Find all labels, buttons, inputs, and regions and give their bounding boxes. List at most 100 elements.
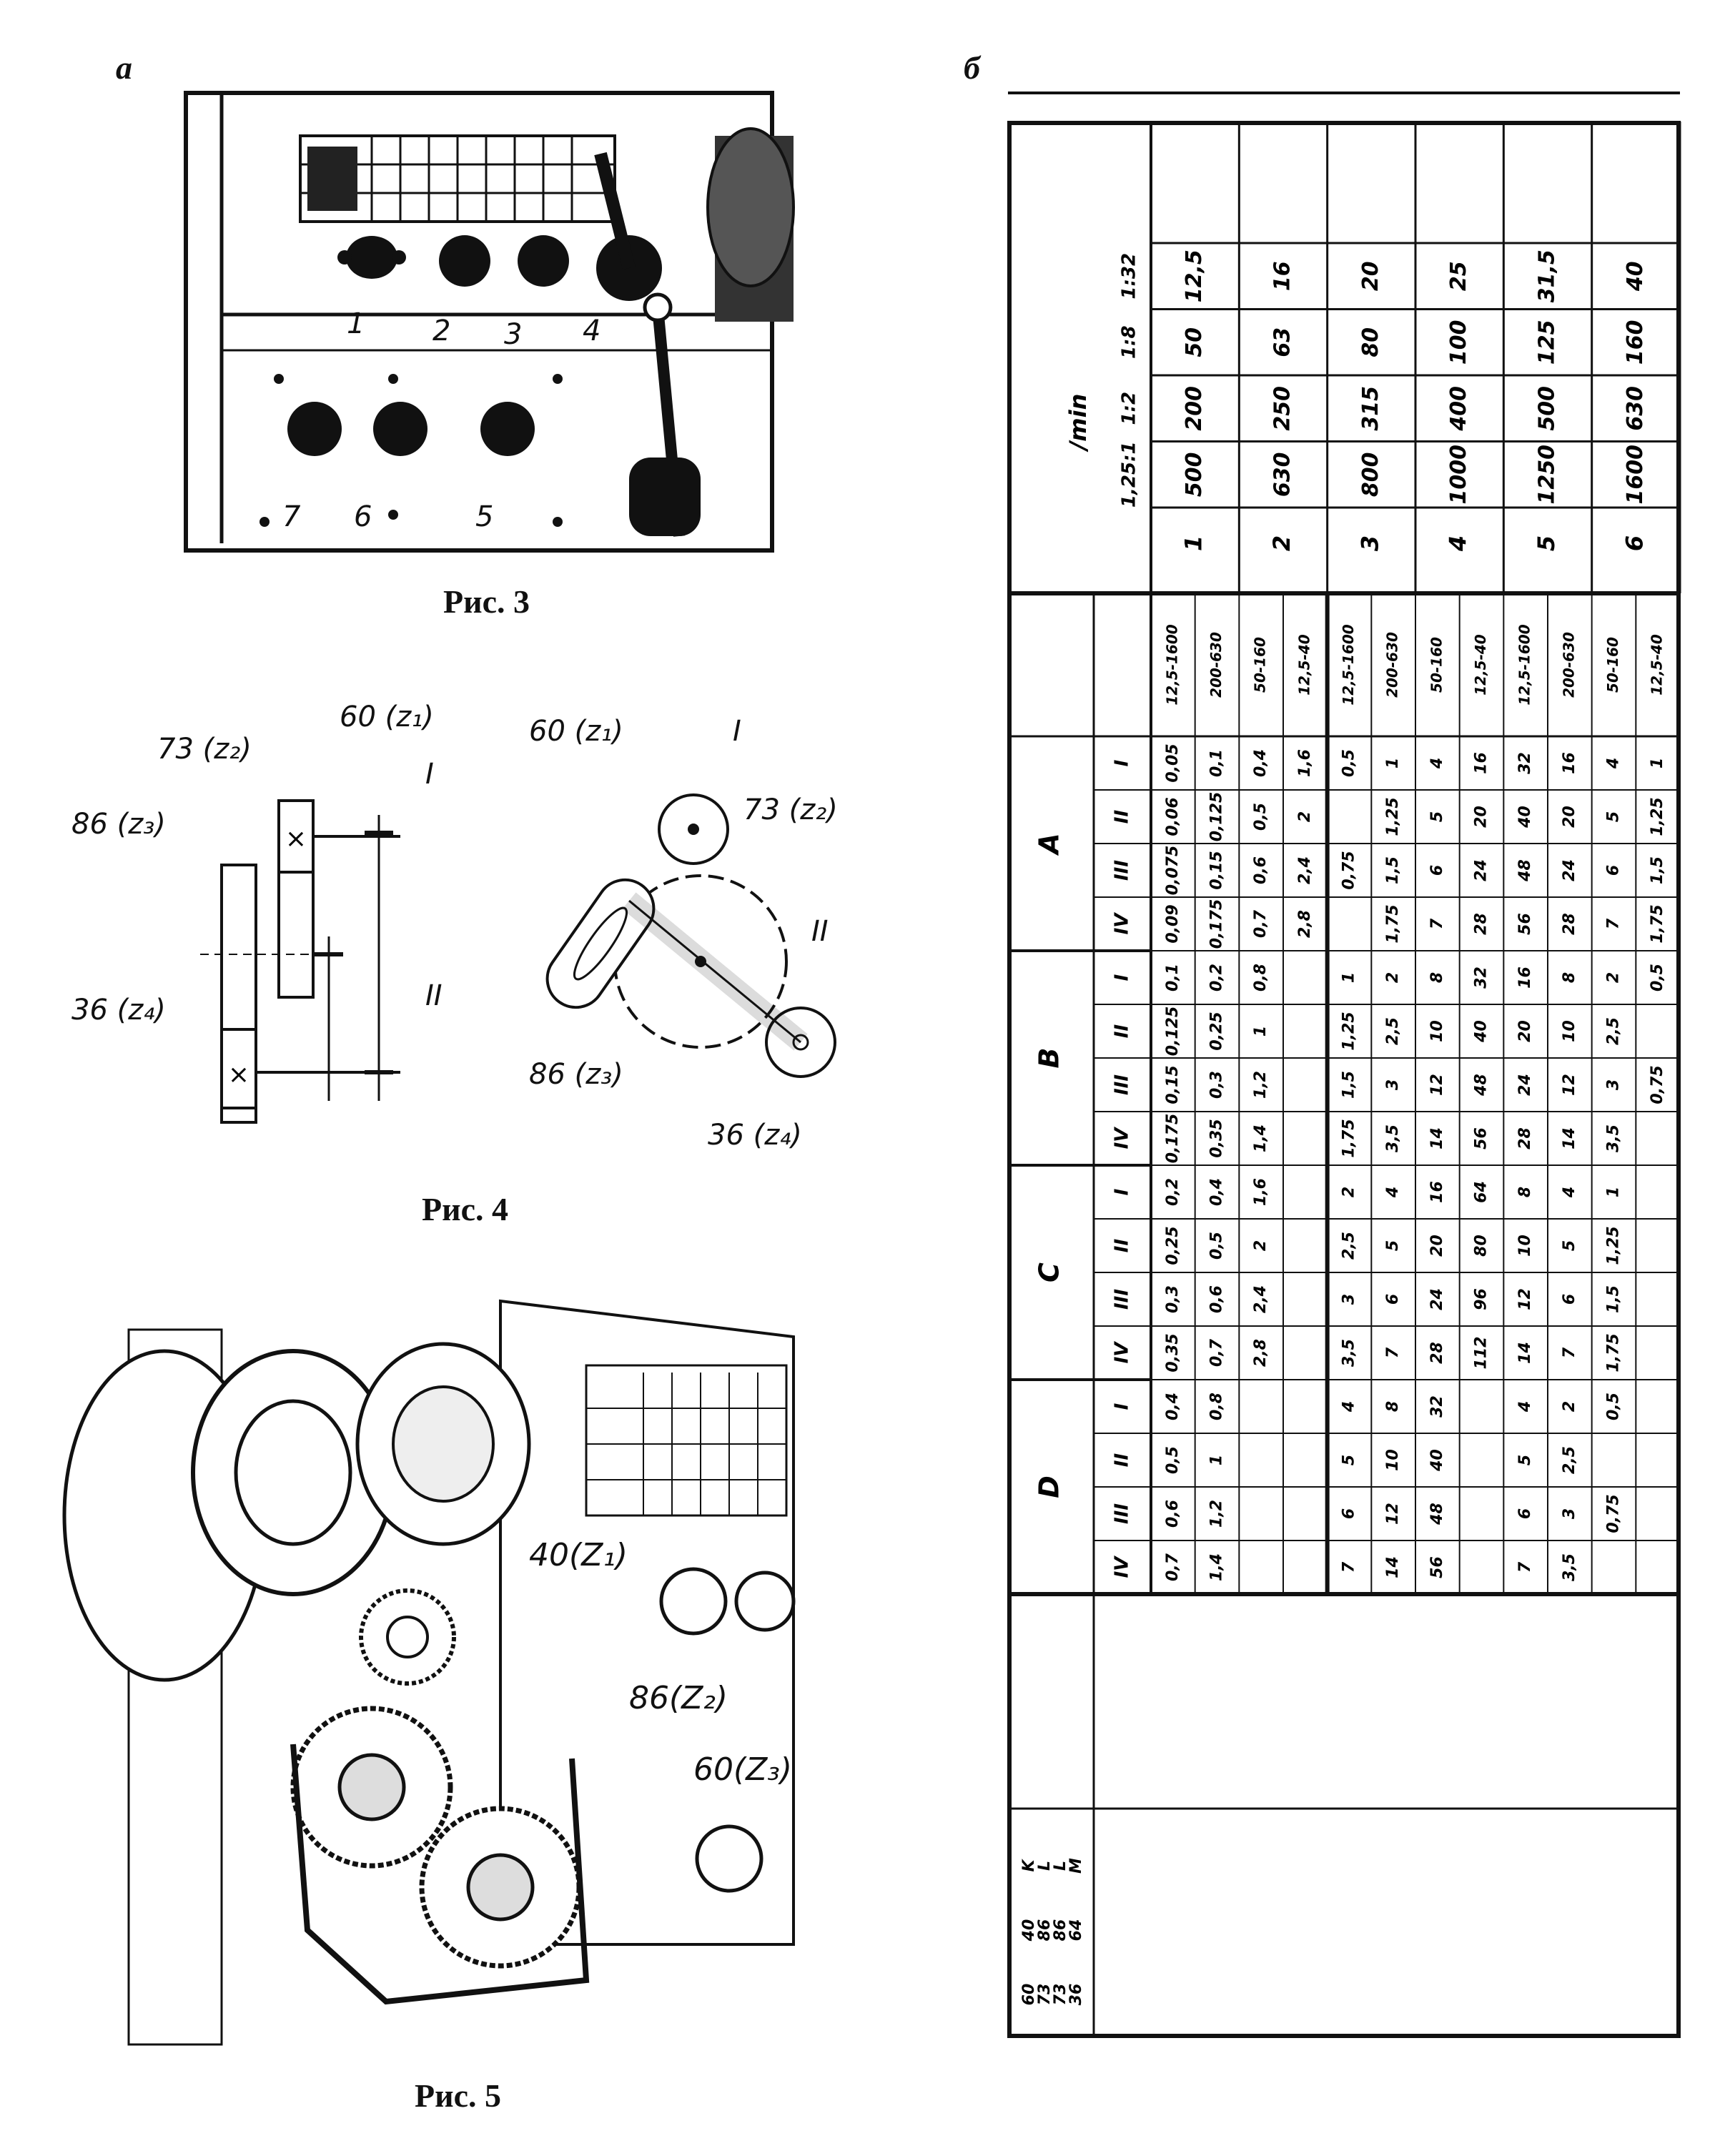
roman-header: III <box>1112 1289 1133 1310</box>
feed-cell: 0,6 <box>1208 1285 1226 1313</box>
feed-cell: 10 <box>1384 1449 1402 1471</box>
feed-cell: 1,25 <box>1340 1012 1358 1050</box>
feed-cell: 0,8 <box>1252 964 1270 992</box>
feed-cell: 1 <box>1340 972 1358 983</box>
rpm-range-cell: 200-630 <box>1560 632 1577 698</box>
fig4-right-label-z4: 36 (z₄) <box>708 1119 802 1152</box>
feed-cell: 12 <box>1384 1503 1402 1525</box>
feed-cell: 2 <box>1561 1401 1578 1412</box>
rpm-range-cell: 12,5-1600 <box>1340 624 1357 705</box>
speed-cell: 31,5 <box>1535 249 1560 302</box>
feed-cell: 7 <box>1340 1561 1358 1573</box>
speed-cell: 16 <box>1270 261 1295 291</box>
feed-cell: 4 <box>1384 1187 1402 1198</box>
feed-cell: 4 <box>1605 758 1623 769</box>
feed-cell: 0,6 <box>1164 1500 1182 1528</box>
feed-cell: 10 <box>1516 1235 1534 1257</box>
feed-cell: 8 <box>1516 1187 1534 1197</box>
knob-label-7: 7 <box>282 500 301 533</box>
position-label: 6 <box>1621 535 1648 551</box>
feed-cell: 0,5 <box>1208 1232 1226 1260</box>
feed-cell: 2,4 <box>1296 856 1314 884</box>
feed-cell: 1,6 <box>1252 1178 1270 1206</box>
feed-cell: 1,4 <box>1252 1124 1270 1152</box>
feed-cell: 0,5 <box>1252 803 1270 831</box>
feed-cell: 0,25 <box>1164 1226 1182 1265</box>
feed-cell: 0,125 <box>1208 792 1226 842</box>
feed-cell: 1 <box>1208 1455 1226 1465</box>
feed-cell: 0,175 <box>1164 1114 1182 1164</box>
figure-3: 1 2 3 4 7 6 5 <box>157 79 844 565</box>
gear-header-letter: L <box>1052 1861 1069 1871</box>
feed-cell: 1 <box>1384 758 1402 768</box>
feed-cell: 3,5 <box>1605 1124 1623 1152</box>
fig4-left-diagram: × × <box>200 799 400 1124</box>
feed-cell: 1,75 <box>1649 904 1666 943</box>
feed-cell: 6 <box>1428 865 1446 876</box>
position-label: 2 <box>1268 535 1295 551</box>
fig4-left-label-z3: 86 (z₃) <box>71 808 166 841</box>
feed-cell: 4 <box>1428 758 1446 769</box>
feed-cell: 5 <box>1428 811 1446 822</box>
feed-cell: 24 <box>1473 859 1491 881</box>
feed-cell: 8 <box>1384 1401 1402 1412</box>
feed-cell: 0,2 <box>1164 1178 1182 1206</box>
feed-cell: 28 <box>1428 1342 1446 1364</box>
feed-cell: 14 <box>1561 1127 1578 1149</box>
roman-header: III <box>1112 1503 1133 1524</box>
feed-cell: 2,5 <box>1605 1017 1623 1045</box>
feed-cell: 3 <box>1384 1079 1402 1090</box>
feed-cell: 0,7 <box>1252 909 1270 938</box>
feed-cell: 0,06 <box>1164 797 1182 836</box>
feed-cell: 7 <box>1428 918 1446 929</box>
feed-cell: 48 <box>1473 1074 1491 1097</box>
feed-cell: 0,7 <box>1208 1338 1226 1367</box>
feed-cell: 24 <box>1516 1074 1534 1096</box>
roman-header: III <box>1112 860 1133 881</box>
feed-cell: 12 <box>1561 1074 1578 1096</box>
feed-cell: 2,5 <box>1340 1232 1358 1260</box>
feed-cell: 1,6 <box>1296 749 1314 777</box>
feed-cell: 1,5 <box>1384 856 1402 884</box>
rpm-range-cell: 50-160 <box>1428 637 1445 693</box>
feed-cell: 1 <box>1252 1026 1270 1037</box>
table-frame <box>1007 121 1681 2038</box>
knob-label-4: 4 <box>583 315 601 347</box>
feed-cell: 24 <box>1561 859 1578 881</box>
feed-cell: 40 <box>1516 806 1534 829</box>
speed-cell: 1000 <box>1446 445 1471 505</box>
roman-header: I <box>1112 974 1133 981</box>
roman-header: II <box>1112 1024 1133 1039</box>
gear-value: 86 <box>1036 1919 1054 1942</box>
speed-cell: 125 <box>1535 320 1560 365</box>
feed-cell: 3 <box>1561 1508 1578 1519</box>
feed-cell: 1,25 <box>1605 1226 1623 1265</box>
feed-cell: 32 <box>1428 1395 1446 1418</box>
position-label: 1 <box>1180 535 1207 551</box>
gear-value: 36 <box>1067 1984 1085 2006</box>
feed-cell: 0,35 <box>1208 1119 1226 1157</box>
feed-cell: 2 <box>1296 811 1314 822</box>
speed-ratio-label: 1:8 <box>1119 325 1140 359</box>
feed-cell: 1,5 <box>1649 856 1666 884</box>
feed-cell: 48 <box>1428 1503 1446 1525</box>
feed-cell: 0,7 <box>1164 1553 1182 1581</box>
feed-cell: 0,05 <box>1164 743 1182 782</box>
speed-cell: 160 <box>1623 320 1648 365</box>
fig5-callout-z2: 86(Z₂) <box>629 1680 728 1716</box>
feed-cell: 14 <box>1384 1556 1402 1578</box>
speed-cell: 400 <box>1446 386 1471 432</box>
speed-ratio-label: 1:2 <box>1119 392 1140 425</box>
svg-text:×: × <box>285 824 307 854</box>
feed-cell: 2,5 <box>1384 1017 1402 1045</box>
feed-cell: 0,35 <box>1164 1333 1182 1372</box>
gear-header-letter: L <box>1036 1861 1054 1871</box>
feed-cell: 8 <box>1561 972 1578 983</box>
speed-cell: 250 <box>1270 386 1295 431</box>
speed-cell: 80 <box>1358 327 1383 357</box>
rpm-range-cell: 200-630 <box>1384 632 1401 698</box>
fig4-right-label-z1: 60 (z₁) <box>529 715 623 748</box>
feed-cell: 3,5 <box>1384 1124 1402 1152</box>
